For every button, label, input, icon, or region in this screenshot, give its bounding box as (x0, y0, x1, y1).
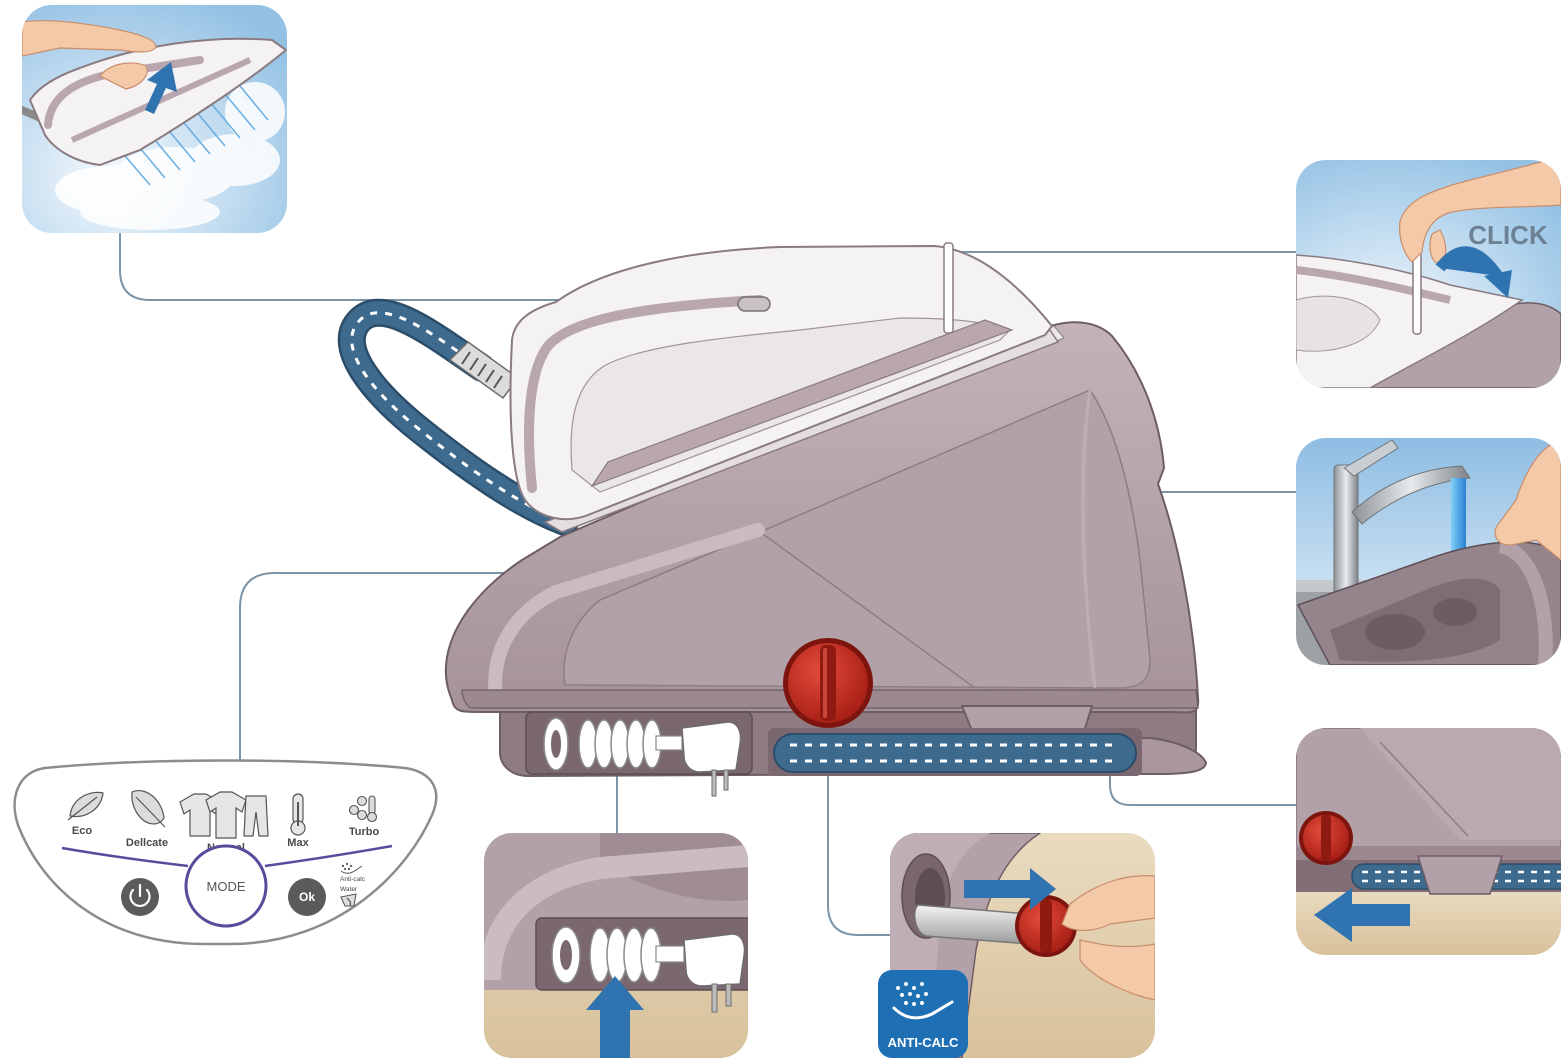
panel-hose-storage (1296, 728, 1561, 955)
anti-calc-indicator-label: Anti-calc (340, 876, 366, 883)
anti-calc-knob (1299, 811, 1353, 865)
anti-calc-badge: ANTI-CALC (878, 970, 968, 1058)
control-panel: Eco Dellcate Normal Max (15, 761, 437, 945)
mode-label-delicate: Dellcate (126, 837, 168, 849)
thermometer-icon (291, 794, 305, 835)
mode-label-max: Max (287, 837, 309, 849)
water-indicator-label: Water (340, 886, 358, 893)
mode-button: MODE (186, 846, 266, 926)
panel-water-tank (1296, 438, 1561, 665)
hose-storage (768, 728, 1142, 776)
anti-calc-knob (783, 638, 873, 728)
tank-lever (1413, 252, 1421, 334)
steam-trigger (738, 297, 770, 311)
panel-steam-trigger (22, 5, 287, 233)
panel-tank-lever: CLICK (1296, 160, 1561, 388)
mode-button-label: MODE (207, 879, 246, 894)
panel-cord-storage (484, 833, 756, 1058)
tank-lever (944, 243, 953, 333)
power-button (121, 878, 159, 916)
cord-storage (526, 712, 752, 796)
mode-label-eco: Eco (72, 825, 92, 837)
click-label: CLICK (1468, 220, 1548, 250)
ok-button-label: Ok (299, 890, 315, 904)
anti-calc-label: ANTI-CALC (888, 1035, 959, 1050)
ok-button: Ok (288, 878, 326, 916)
power-plug (682, 722, 741, 796)
mode-label-turbo: Turbo (349, 826, 380, 838)
